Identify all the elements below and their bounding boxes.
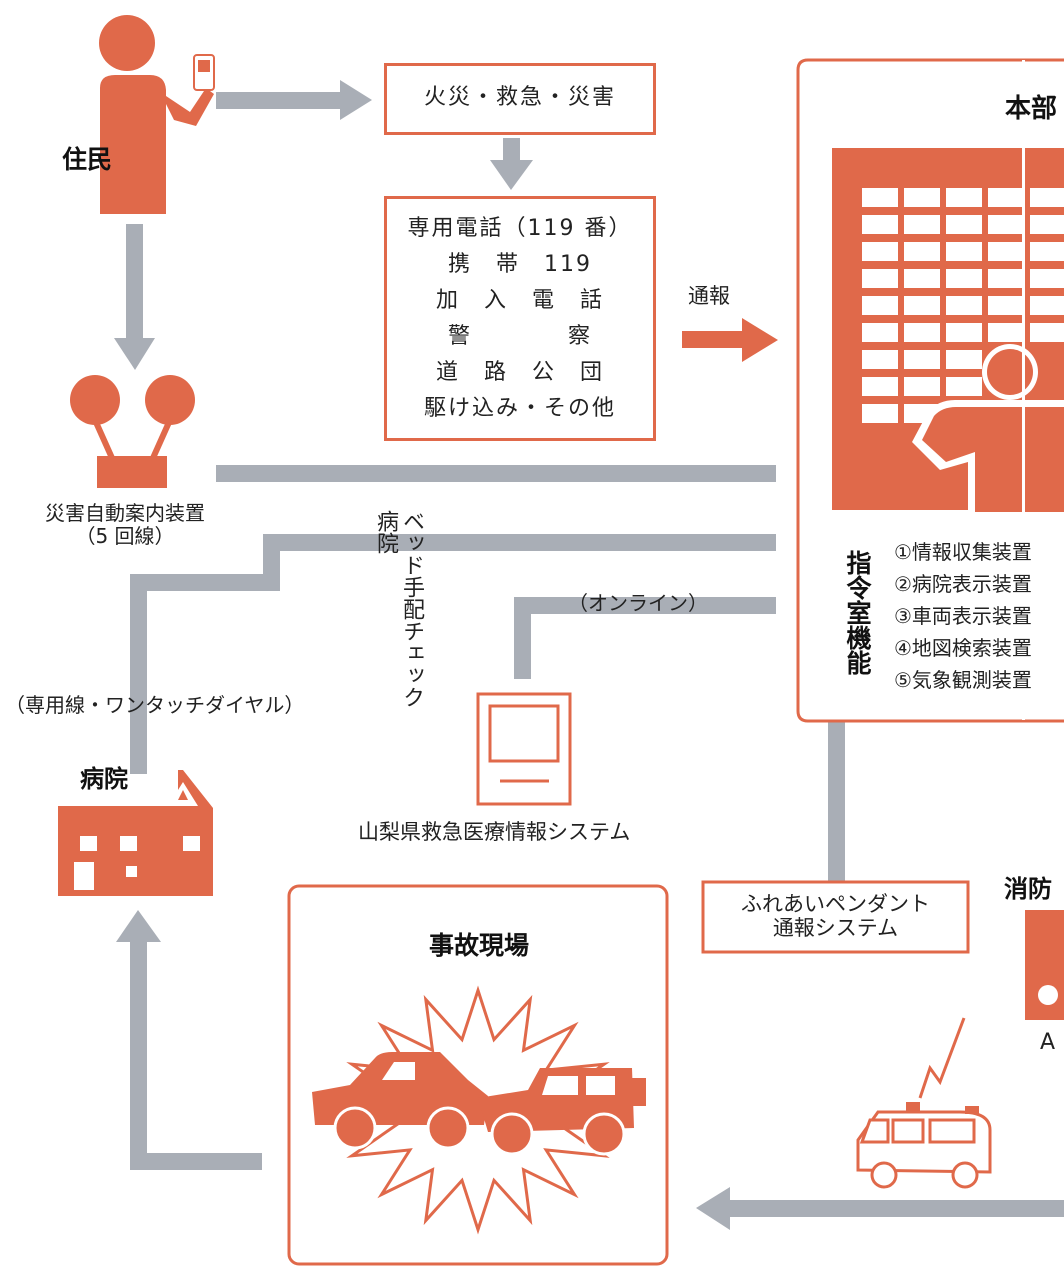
dedicated-line-label: （専用線・ワンタッチダイヤル） bbox=[5, 693, 305, 717]
hq-window bbox=[1030, 188, 1064, 207]
hq-window bbox=[1030, 242, 1064, 261]
accident-label: 事故現場 bbox=[428, 931, 529, 960]
hq-window bbox=[946, 188, 982, 207]
hq-window bbox=[988, 242, 1024, 261]
call-channel: 加 入 電 話 bbox=[435, 288, 604, 313]
computer-terminal-icon bbox=[476, 692, 572, 806]
arrow-resident-to-emergency bbox=[216, 80, 372, 120]
pendant-label: ふれあいペンダント 通報システム bbox=[706, 892, 965, 940]
arrow-ambulance-to-accident bbox=[696, 1187, 1064, 1230]
hq-window bbox=[946, 350, 982, 369]
hospital-label: 病院 bbox=[80, 765, 128, 793]
call-channel: 警 察 bbox=[447, 324, 592, 349]
line-hq-to-ems-system bbox=[514, 597, 776, 679]
call-channels-box: 専用電話（119 番） 携 帯 119 加 入 電 話 警 察 道 路 公 団 … bbox=[384, 196, 656, 441]
fire-station-icon bbox=[1025, 910, 1064, 1020]
hq-window bbox=[946, 296, 982, 315]
pendant-line1: ふれあいペンダント bbox=[741, 892, 930, 916]
pendant-system-box bbox=[701, 880, 970, 954]
call-channel: 駆け込み・その他 bbox=[423, 396, 616, 421]
line-hq-to-hospital bbox=[130, 534, 776, 774]
hq-window bbox=[904, 242, 940, 261]
line-hq-to-pendant bbox=[828, 705, 845, 881]
crashed-sedan-icon bbox=[312, 1052, 488, 1150]
report-label: 通報 bbox=[688, 284, 730, 308]
hq-function-item: ⑤気象観測装置 bbox=[894, 668, 1032, 692]
arrow-emergency-to-calls bbox=[490, 138, 533, 190]
hospital-building-icon bbox=[58, 770, 213, 896]
hq-title: 本部 bbox=[1005, 94, 1058, 124]
crashed-suv-icon bbox=[478, 1068, 646, 1156]
bed-check-label-1: 病院 bbox=[373, 510, 398, 554]
call-channel: 道 路 公 団 bbox=[435, 360, 604, 385]
auto-guidance-line1: 災害自動案内装置 bbox=[45, 501, 205, 525]
line-hq-to-guidance bbox=[216, 465, 776, 482]
hq-window bbox=[988, 296, 1024, 315]
hq-window bbox=[904, 296, 940, 315]
report-arrow bbox=[682, 318, 778, 362]
hq-window bbox=[1030, 215, 1064, 234]
hq-building-icon bbox=[832, 148, 1064, 512]
bed-check-label-3: チェック bbox=[399, 620, 424, 708]
fire-station-label: 消防 bbox=[1004, 876, 1052, 903]
hq-window bbox=[862, 404, 898, 423]
ambulance-icon bbox=[856, 1017, 992, 1189]
hq-function-item: ③車両表示装置 bbox=[894, 604, 1032, 628]
hq-function-item: ④地図検索装置 bbox=[894, 636, 1032, 660]
hq-window bbox=[946, 323, 982, 342]
hq-window bbox=[988, 323, 1024, 342]
auto-guidance-label: 災害自動案内装置 （5 回線） bbox=[20, 502, 230, 548]
pendant-line2: 通報システム bbox=[772, 916, 899, 941]
hq-window bbox=[946, 242, 982, 261]
hq-window bbox=[862, 350, 898, 369]
hq-window bbox=[946, 215, 982, 234]
hq-window bbox=[862, 377, 898, 396]
hq-window bbox=[946, 269, 982, 288]
hq-window bbox=[862, 269, 898, 288]
arrow-resident-to-guidance bbox=[114, 224, 155, 370]
hq-window bbox=[1030, 296, 1064, 315]
resident-with-phone-icon bbox=[99, 15, 215, 214]
hq-window bbox=[988, 269, 1024, 288]
hq-window bbox=[904, 350, 940, 369]
hq-function-label: 指令室機能 bbox=[843, 550, 872, 675]
hq-window bbox=[904, 188, 940, 207]
call-channel: 携 帯 119 bbox=[448, 252, 592, 277]
hq-window bbox=[862, 323, 898, 342]
hq-function-item: ②病院表示装置 bbox=[894, 572, 1032, 596]
hq-window bbox=[862, 188, 898, 207]
hq-window bbox=[904, 269, 940, 288]
auto-guidance-line2: （5 回線） bbox=[75, 524, 175, 548]
call-channel: 専用電話（119 番） bbox=[407, 216, 633, 241]
resident-label: 住民 bbox=[62, 145, 113, 174]
hq-window bbox=[862, 296, 898, 315]
hq-window bbox=[988, 188, 1024, 207]
arrow-accident-to-hospital bbox=[116, 910, 262, 1170]
hq-window bbox=[904, 215, 940, 234]
hq-window bbox=[904, 377, 940, 396]
online-label: （オンライン） bbox=[568, 591, 708, 615]
hq-window bbox=[1030, 269, 1064, 288]
ems-system-label: 山梨県救急医療情報システム bbox=[358, 820, 631, 844]
ambulance-label: A bbox=[1040, 1030, 1056, 1055]
hq-function-item: ①情報収集装置 bbox=[894, 540, 1032, 564]
hq-window bbox=[862, 215, 898, 234]
emergency-types-label: 火災・救急・災害 bbox=[423, 85, 616, 110]
auto-guidance-device-icon bbox=[70, 375, 195, 488]
hq-functions-list: ①情報収集装置 ②病院表示装置 ③車両表示装置 ④地図検索装置 ⑤気象観測装置 bbox=[894, 536, 1064, 696]
bed-check-label-2: ベッド手配 bbox=[399, 510, 424, 620]
hq-window bbox=[904, 323, 940, 342]
hq-window bbox=[946, 377, 982, 396]
hq-window bbox=[1030, 323, 1064, 342]
flow-connectors bbox=[114, 80, 1064, 1230]
emergency-types-box: 火災・救急・災害 bbox=[384, 63, 656, 135]
hq-window bbox=[988, 215, 1024, 234]
hq-window bbox=[862, 242, 898, 261]
